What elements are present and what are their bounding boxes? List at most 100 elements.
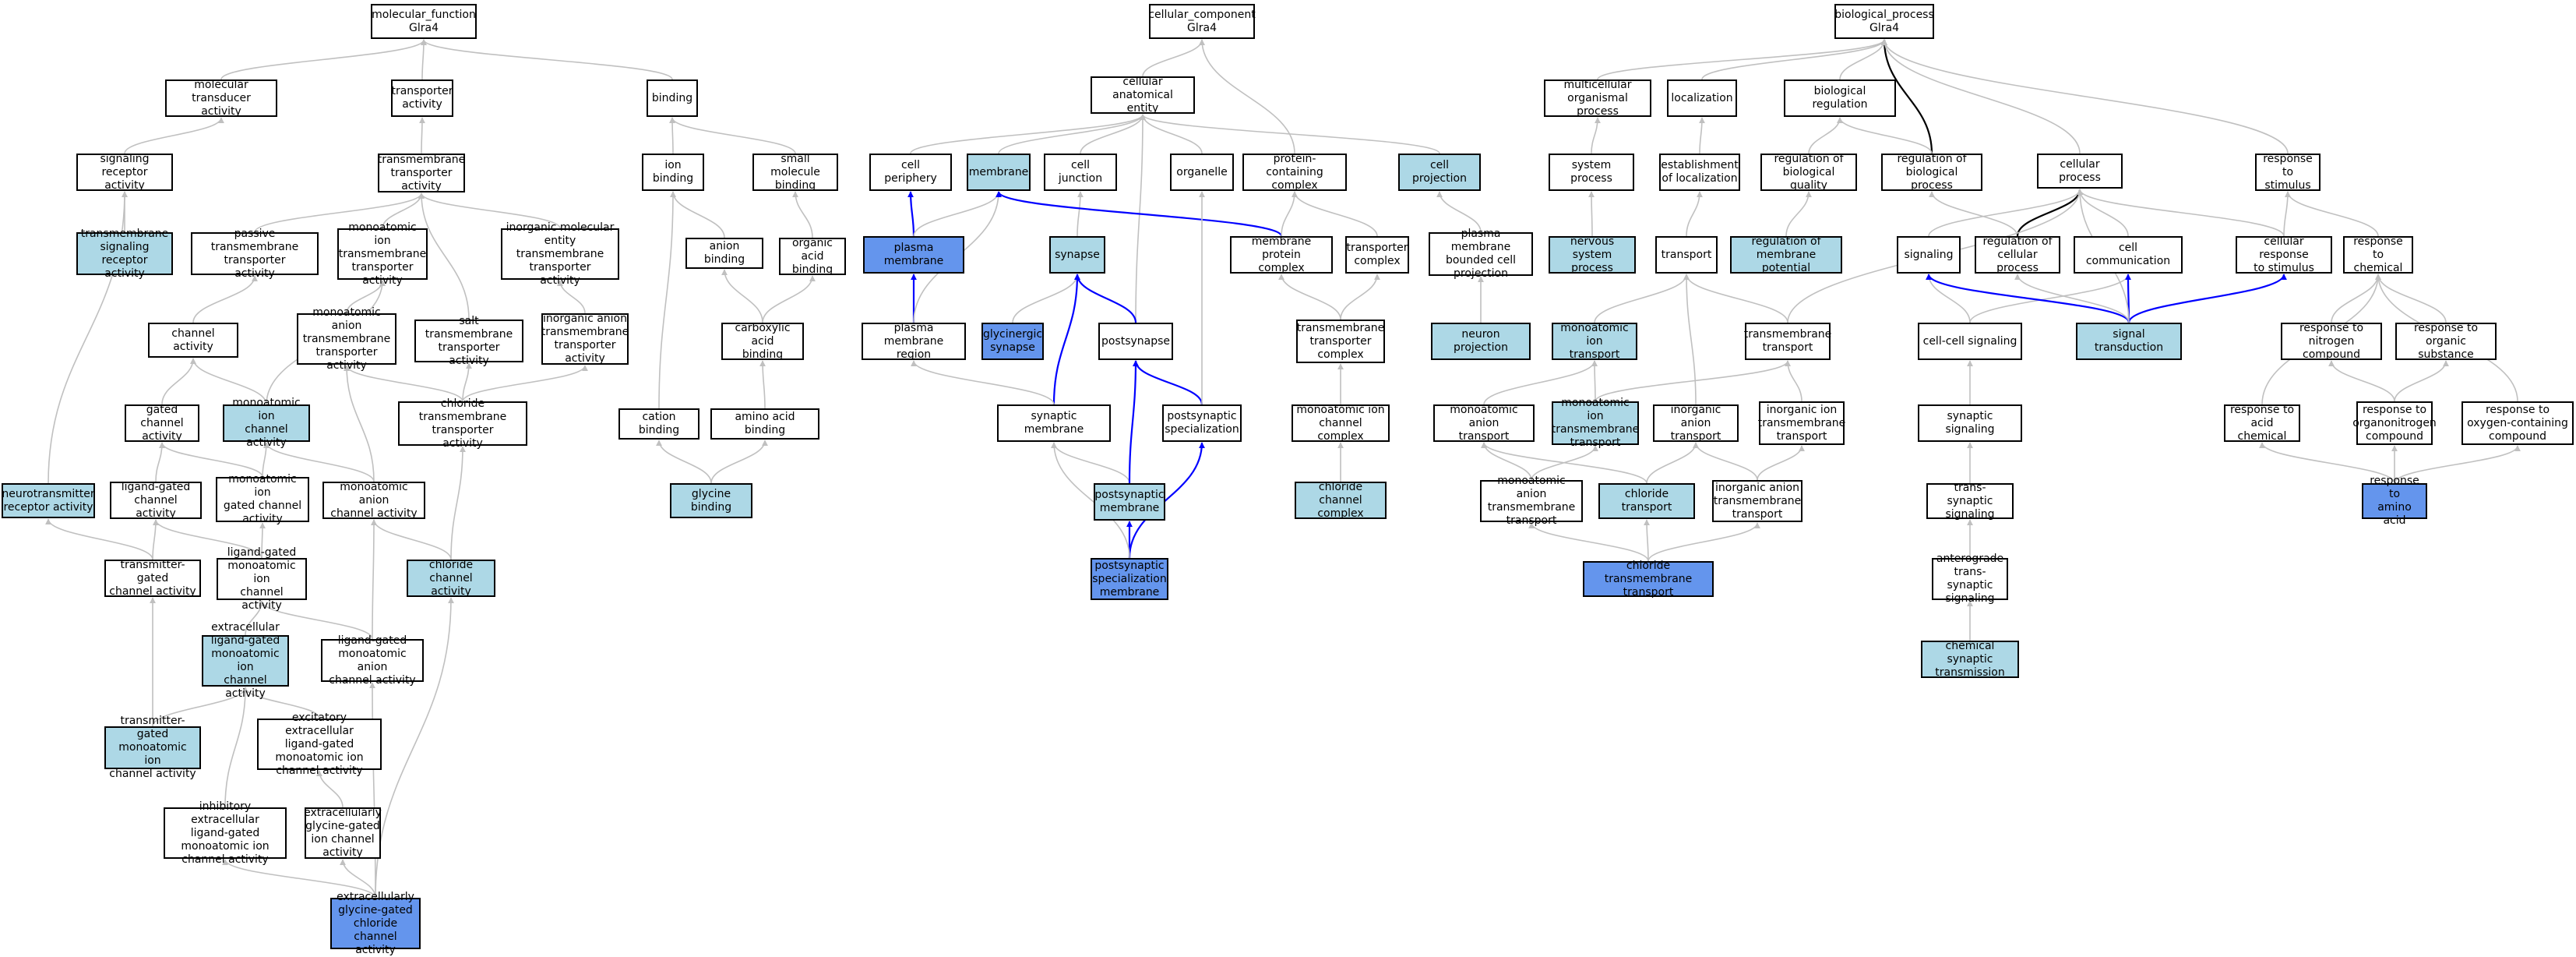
edge-mf_chloride_channel-to-mf_chloride_tm <box>450 446 466 560</box>
node-plasma-membrane-bounded: plasma membrane bounded cell projection <box>1429 228 1533 280</box>
edge-bp_transport-to-bp_establishment_localization <box>1686 191 1703 237</box>
node-bp-root: biological_process Glra4 <box>1834 4 1934 39</box>
node-chemical-synaptic-transmission: chemical synaptic transmission <box>1921 640 2019 679</box>
node-signaling-receptor: signaling receptor activity <box>76 153 173 192</box>
edge-mf_extracellularly_glycine_chloride-to-mf_extracellularly_glycine_ion <box>340 859 376 899</box>
node-inorganic-molecular: inorganic molecular entity transmembrane… <box>501 221 619 287</box>
node-cation-binding: cation binding <box>618 408 700 440</box>
edge-bp_inorganic_ion_tm_transport-to-bp_tm_transport <box>1785 360 1802 402</box>
edge-bp_system_process-to-bp_multicellular <box>1591 117 1601 154</box>
edge-cc_glycinergic_synapse-to-cc_synapse <box>1012 274 1080 323</box>
edge-cc_postsynapse-to-cc_synapse <box>1074 274 1137 323</box>
node-cellular-anatomical-entity: cellular anatomical entity <box>1091 76 1195 115</box>
edge-bp_localization-to-bp_root <box>1701 39 1887 80</box>
edge-cc_cell_periphery-to-cc_anatomical_entity <box>910 114 1146 154</box>
edge-mf_channel-to-mf_passive_tm <box>192 275 258 323</box>
edge-cc_membrane-to-cc_anatomical_entity <box>998 114 1146 154</box>
node-extracellularly-glycine-chloride: extracellularly glycine-gated chloride c… <box>330 891 421 956</box>
node-chloride-channel: chloride channel activity <box>407 559 495 598</box>
node-monoatomic-ion-transport: monoatomic ion transport <box>1552 322 1637 361</box>
node-chloride-transport: chloride transport <box>1598 483 1695 519</box>
node-nervous-system-process: nervous system process <box>1549 235 1636 274</box>
node-postsynaptic-membrane: postsynaptic membrane <box>1094 483 1165 521</box>
node-cellular-process: cellular process <box>2037 154 2123 189</box>
node-monoatomic-anion-tm-transport: monoatomic anion transmembrane transport <box>1480 475 1583 527</box>
edge-mf_monoatomic_ion_channel-to-mf_channel <box>190 358 267 405</box>
edge-bp_nervous_system-to-bp_system_process <box>1588 191 1595 237</box>
node-monoatomic-ion-channel-complex: monoatomic ion channel complex <box>1292 404 1390 443</box>
node-monoatomic-ion-tm-transport: monoatomic ion transmembrane transport <box>1551 397 1640 449</box>
node-ligand-gated-channel: ligand-gated channel activity <box>110 481 202 520</box>
node-response-organic: response to organic substance <box>2395 322 2497 361</box>
edge-mf_chloride_tm-to-mf_salt_tm <box>462 362 472 402</box>
edge-bp_cell_cell_signaling-to-bp_signaling <box>1926 274 1971 323</box>
edge-bp_response_nitrogen-to-bp_response_chemical <box>2331 274 2381 323</box>
edge-bp_chloride_tm_transport-to-bp_monoatomic_anion_tm_transport <box>1528 522 1649 562</box>
node-cell-junction: cell junction <box>1044 154 1117 191</box>
edge-bp_monoatomic_ion_transport-to-bp_transport <box>1594 274 1690 323</box>
edge-bp_tm_transport-to-bp_transport <box>1683 274 1788 323</box>
node-passive-tm: passive transmembrane transporter activi… <box>191 228 319 280</box>
edge-bp_signal_transduction-to-bp_cellular_response_stimulus <box>2127 274 2287 323</box>
node-localization: localization <box>1667 79 1737 117</box>
node-ligand-gated-monoatomic-ion: ligand-gated monoatomic ion channel acti… <box>217 546 307 612</box>
node-organic-acid-binding: organic acid binding <box>779 237 846 276</box>
edge-mf_ligand_gated_monoatomic_ion-to-mf_ligand_gated_channel <box>153 519 263 559</box>
edge-bp_cellular_response_stimulus-to-bp_response_stimulus <box>2283 191 2291 237</box>
node-monoatomic-anion-transport: monoatomic anion transport <box>1433 404 1535 443</box>
node-inorganic-anion-tm: inorganic anion transmembrane transporte… <box>541 313 629 365</box>
edge-mf_ion_binding-to-mf_binding <box>669 117 676 154</box>
node-chloride-tm: chloride transmembrane transporter activ… <box>398 397 527 450</box>
node-transmitter-gated-ion: transmitter-gated monoatomic ion channel… <box>104 715 201 780</box>
edge-cc_postsynaptic_specialization_membrane-to-cc_postsynaptic_specialization <box>1128 442 1205 559</box>
node-cellular-response-stimulus: cellular response to stimulus <box>2236 235 2332 274</box>
node-response-nitrogen: response to nitrogen compound <box>2281 322 2382 361</box>
edge-bp_cellular_process-to-bp_root <box>1881 39 2081 154</box>
node-synapse: synapse <box>1049 236 1105 274</box>
edge-cc_tm_transporter_complex-to-cc_membrane_protein_complex <box>1278 274 1341 320</box>
edge-mf_organic_acid_binding-to-mf_small_molecule_binding <box>792 191 813 238</box>
node-channel-activity: channel activity <box>148 323 238 358</box>
node-response-amino-acid: response to amino acid <box>2362 475 2427 527</box>
edge-bp_response_amino_acid-to-bp_response_acid <box>2259 442 2395 484</box>
edge-bp_regulation_biological_quality-to-bp_biological_regulation <box>1808 117 1843 154</box>
edge-mf_carboxylic_acid_binding-to-mf_organic_acid_binding <box>762 275 816 323</box>
node-small-molecule-binding: small molecule binding <box>752 153 838 192</box>
node-multicellular-organismal: multicellular organismal process <box>1544 79 1651 118</box>
node-transmembrane-transport: transmembrane transport <box>1744 323 1831 360</box>
edge-mf_transporter-to-mf_root <box>420 39 427 80</box>
edge-cc_postsynapse-to-cc_anatomical_entity <box>1135 114 1146 323</box>
edge-mf_tm_transporter-to-mf_transporter <box>418 117 425 154</box>
edge-mf_monoatomic_ion_gated-to-mf_gated_channel <box>159 442 263 478</box>
edge-bp_cell_cell_signaling-to-bp_cell_communication <box>1969 274 2131 323</box>
node-signal-transduction: signal transduction <box>2076 323 2182 360</box>
edge-mf_glycine_binding-to-mf_amino_acid_binding <box>710 440 768 484</box>
edge-cc_anatomical_entity-to-cc_root <box>1142 39 1205 77</box>
edge-mf_carboxylic_acid_binding-to-mf_anion_binding <box>721 269 763 323</box>
node-cc-root: cellular_component Glra4 <box>1148 4 1256 39</box>
edge-bp_response_chemical-to-bp_response_stimulus <box>2285 191 2379 237</box>
edge-mf_transmitter_gated-to-mf_neurotransmitter_receptor <box>45 518 153 560</box>
edge-bp_response_amino_acid-to-bp_response_oxygen <box>2394 445 2521 484</box>
edge-bp_chloride_transport-to-bp_monoatomic_anion_transport <box>1481 442 1647 484</box>
edge-mf_anion_binding-to-mf_ion_binding <box>670 191 725 238</box>
edge-cc_synaptic_membrane-to-cc_synapse <box>1052 274 1080 405</box>
edge-cc_synaptic_membrane-to-cc_plasma_membrane_region <box>911 360 1055 405</box>
node-response-acid-chemical: response to acid chemical <box>2224 404 2300 443</box>
edge-bp_response_stimulus-to-bp_root <box>1881 39 2289 154</box>
node-ion-binding: ion binding <box>642 154 704 191</box>
edge-cc_synapse-to-cc_cell_junction <box>1077 191 1084 237</box>
node-monoatomic-ion-channel: monoatomic ion channel activity <box>223 397 310 449</box>
edge-mf_glycine_binding-to-mf_cation_binding <box>656 440 712 484</box>
edge-cc_plasma_membrane-to-cc_membrane <box>913 191 1002 237</box>
node-tm-transporter-complex: transmembrane transporter complex <box>1296 320 1385 363</box>
node-monoatomic-ion-gated: monoatomic ion gated channel activity <box>216 473 309 525</box>
node-anterograde-signaling: anterograde trans-synaptic signaling <box>1932 553 2008 605</box>
node-response-oxygen: response to oxygen-containing compound <box>2461 401 2574 445</box>
edge-bp_regulation_biological_process-to-bp_biological_regulation <box>1837 117 1933 154</box>
node-plasma-membrane-region: plasma membrane region <box>862 322 966 361</box>
edge-mf_transmitter_gated_ion-to-mf_extracellular_lg_ion <box>152 687 248 727</box>
node-establishment-localization: establishment of localization <box>1659 154 1740 191</box>
node-chloride-tm-transport: chloride transmembrane transport <box>1583 560 1714 599</box>
